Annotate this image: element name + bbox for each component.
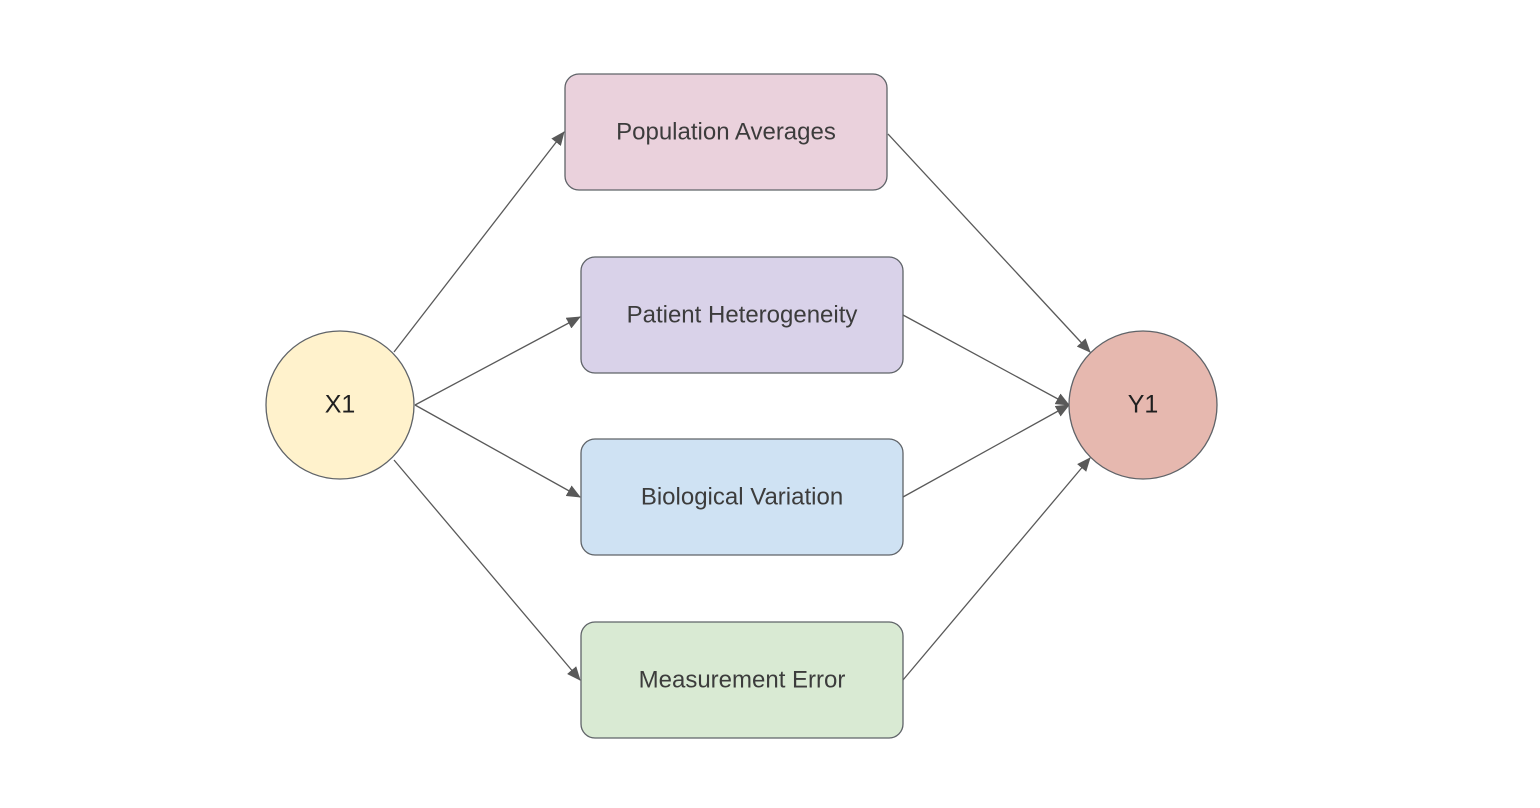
x1-label: X1 [325, 391, 356, 419]
population-averages-label: Population Averages [616, 118, 836, 145]
edge-population-averages-to-y1 [887, 133, 1091, 353]
biological-variation-box [580, 438, 904, 556]
measurement-error-label: Measurement Error [639, 666, 846, 693]
node-y1: Y1 [1068, 330, 1218, 480]
node-measurement-error: Measurement Error [580, 621, 904, 739]
node-x1: X1 [265, 330, 415, 480]
population-averages-box [564, 73, 888, 191]
patient-heterogeneity-box [580, 256, 904, 374]
edge-x1-to-biological-variation [414, 404, 581, 498]
biological-variation-label: Biological Variation [641, 483, 843, 510]
patient-heterogeneity-label: Patient Heterogeneity [627, 301, 858, 328]
y1-circle [1068, 330, 1218, 480]
edge-x1-to-population-averages [393, 131, 565, 353]
edge-x1-to-patient-heterogeneity [414, 316, 581, 406]
node-biological-variation: Biological Variation [580, 438, 904, 556]
edge-measurement-error-to-y1 [902, 457, 1091, 681]
edge-x1-to-measurement-error [393, 459, 581, 681]
edge-patient-heterogeneity-to-y1 [902, 314, 1070, 406]
edges [393, 131, 1091, 681]
node-patient-heterogeneity: Patient Heterogeneity [580, 256, 904, 374]
x1-circle [265, 330, 415, 480]
edge-biological-variation-to-y1 [902, 404, 1070, 498]
y1-label: Y1 [1128, 391, 1159, 419]
measurement-error-box [580, 621, 904, 739]
node-population-averages: Population Averages [564, 73, 888, 191]
